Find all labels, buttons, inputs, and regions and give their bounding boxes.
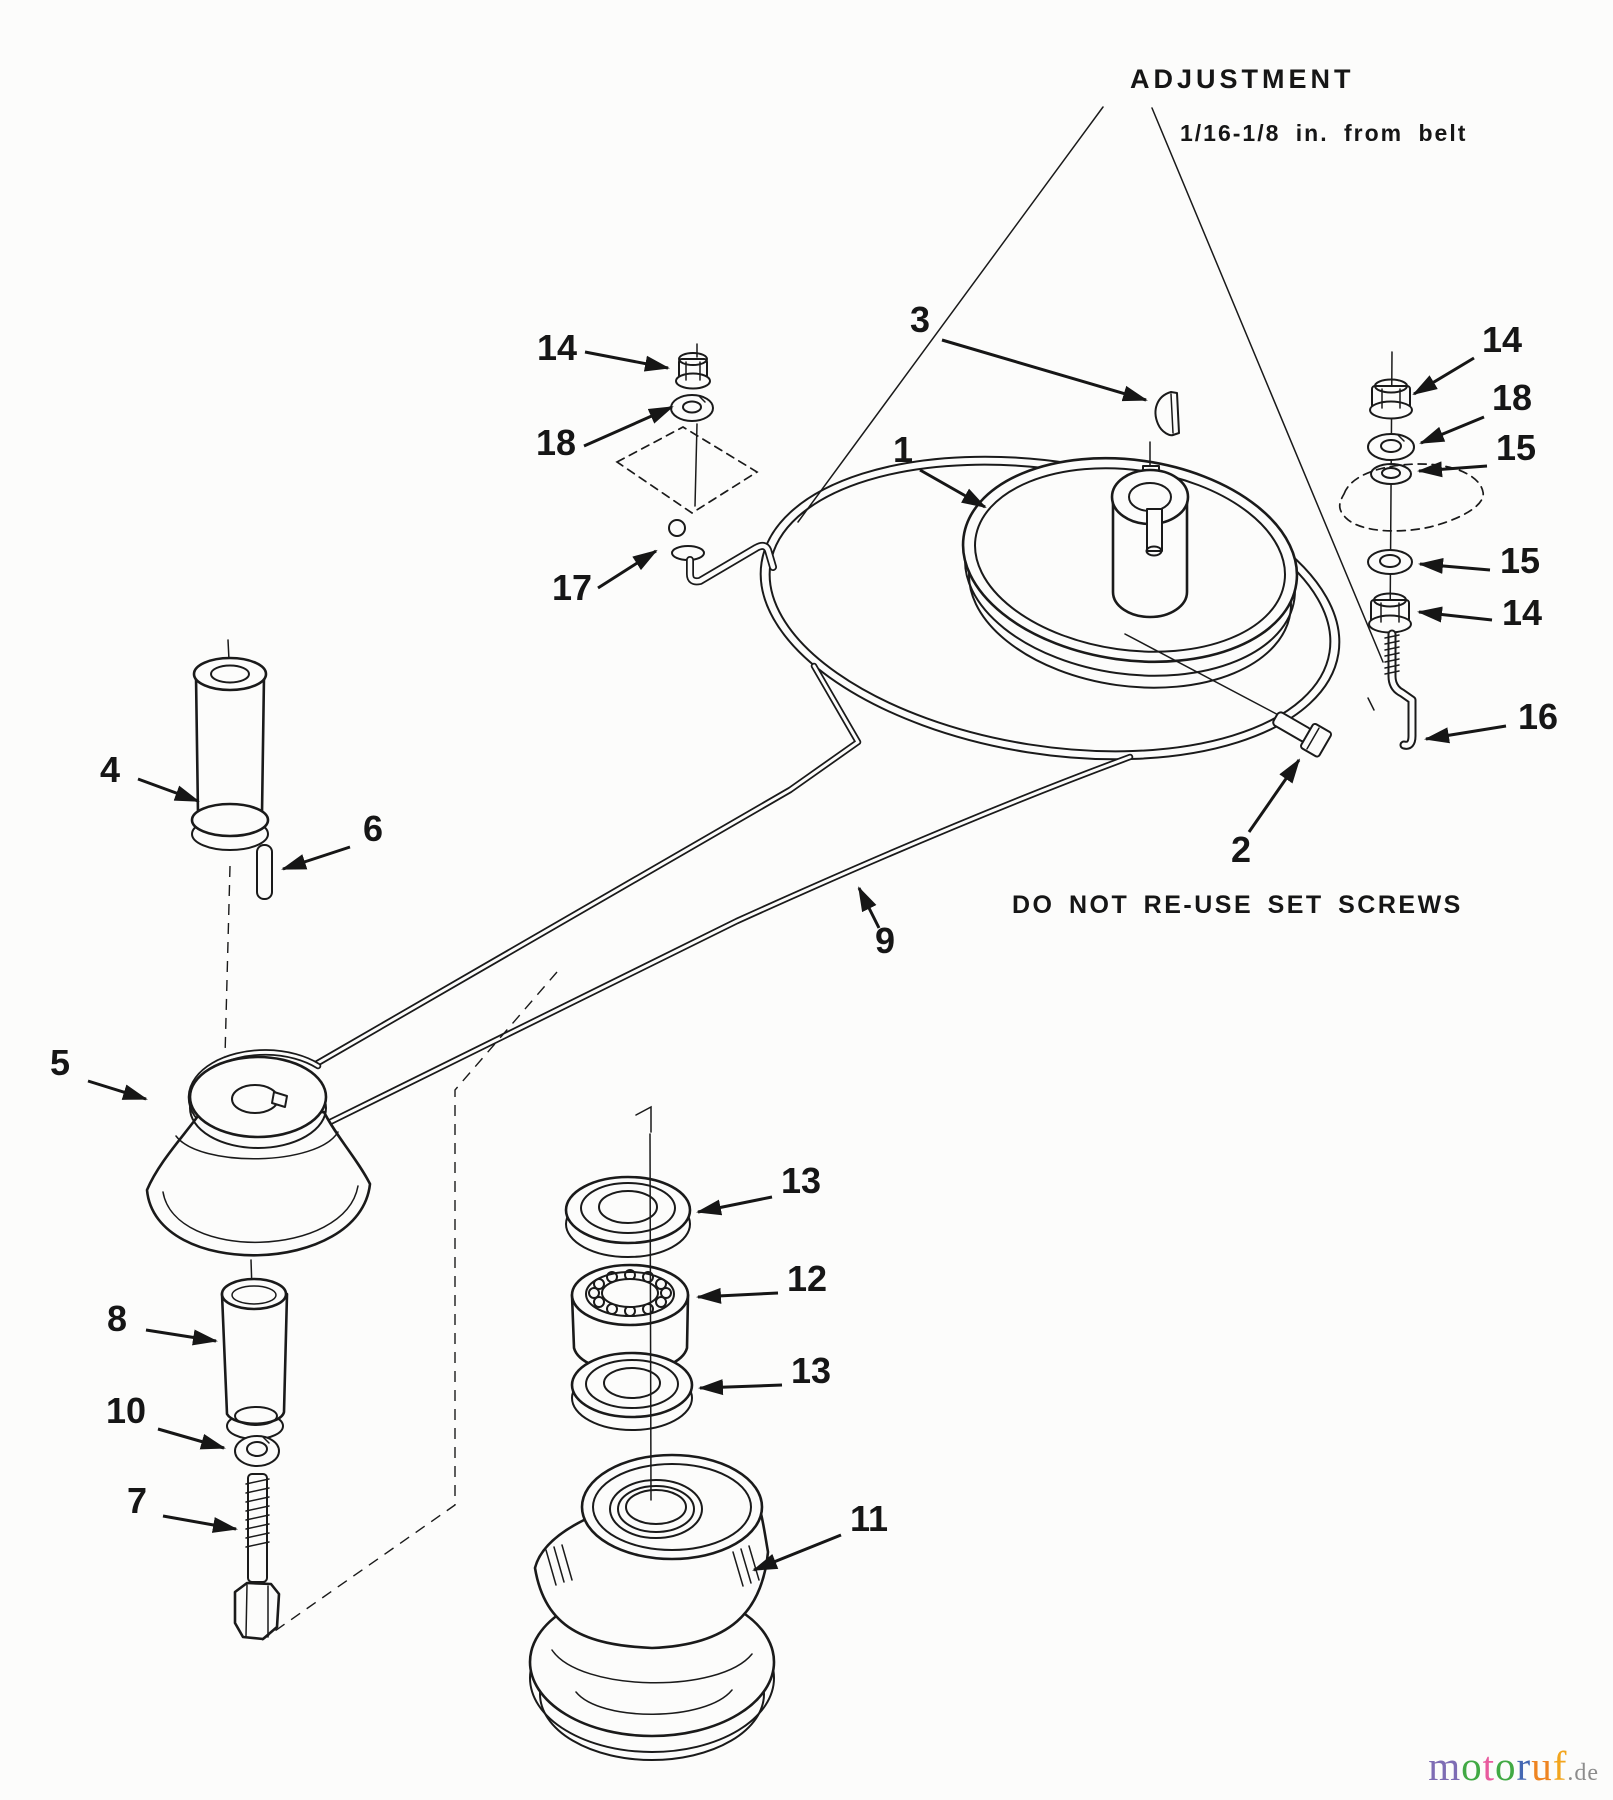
callout-label-9: 9 xyxy=(875,920,895,961)
callout-label-14: 14 xyxy=(1502,592,1542,633)
callout-label-6: 6 xyxy=(363,808,383,849)
callout-label-8: 8 xyxy=(107,1298,127,1339)
callout-label-11: 11 xyxy=(850,1498,888,1539)
bearing-axis-line xyxy=(649,1133,652,1501)
watermark-letter: o xyxy=(1495,1743,1517,1789)
blade-outline xyxy=(1338,463,1484,532)
callout-arrow-3 xyxy=(941,338,1148,402)
callout-arrow-11 xyxy=(752,1533,842,1572)
watermark-motoruf: motoruf.de xyxy=(1428,1742,1599,1790)
idler-hardware-left xyxy=(615,343,777,586)
adjustment-detail: 1/16-1/8 in. from belt xyxy=(1180,120,1467,146)
spindle-shaft-parts xyxy=(220,1259,289,1641)
callout-arrow-4 xyxy=(137,777,200,803)
pulley-hub xyxy=(1110,441,1190,619)
callout-label-16: 16 xyxy=(1518,696,1558,737)
callout-arrow-7 xyxy=(162,1514,238,1533)
bearing-race-bottom xyxy=(570,1351,694,1419)
watermark-letter: t xyxy=(1482,1743,1496,1789)
set-screw-warning: DO NOT RE-USE SET SCREWS xyxy=(1012,891,1463,919)
callout-label-12: 12 xyxy=(787,1258,827,1299)
callout-arrow-2 xyxy=(1247,758,1301,833)
lock-washer xyxy=(670,394,714,422)
callout-arrow-13 xyxy=(698,1379,783,1396)
callout-label-13: 13 xyxy=(781,1160,821,1201)
adjustment-rod xyxy=(1367,629,1417,750)
woodruff-key xyxy=(1154,391,1180,437)
adjustment-title: ADJUSTMENT xyxy=(1130,64,1355,94)
lock-washer xyxy=(234,1435,280,1467)
idler-pin xyxy=(668,519,777,586)
callout-arrow-18 xyxy=(583,405,674,448)
callout-arrow-9 xyxy=(857,886,881,929)
callout-arrow-14 xyxy=(584,350,670,372)
axis-line xyxy=(261,971,558,1641)
flat-washer xyxy=(1367,549,1413,575)
callout-arrow-15 xyxy=(1418,557,1491,574)
callout-arrow-16 xyxy=(1424,724,1507,744)
long-spacer xyxy=(220,1292,289,1426)
watermark-suffix: .de xyxy=(1567,1760,1599,1786)
callout-arrow-1 xyxy=(919,468,987,509)
watermark-letter: r xyxy=(1516,1743,1532,1789)
callout-arrow-18 xyxy=(1419,415,1485,445)
roll-pin xyxy=(256,844,273,900)
belt-guide-outline xyxy=(615,426,759,515)
callout-arrow-6 xyxy=(281,845,351,871)
callout-label-15: 15 xyxy=(1496,427,1536,468)
hex-bolt xyxy=(233,1473,281,1641)
callout-arrow-15 xyxy=(1417,461,1488,478)
callout-arrow-14 xyxy=(1417,606,1493,623)
spacer-and-pin xyxy=(190,639,273,1057)
callout-label-15: 15 xyxy=(1500,540,1540,581)
callout-label-18: 18 xyxy=(536,422,576,463)
ball-bearing xyxy=(570,1263,690,1374)
watermark-letter: m xyxy=(1428,1743,1462,1789)
set-screw-leader xyxy=(1124,633,1287,720)
callout-label-4: 4 xyxy=(100,749,120,790)
adjustment-leader-lines xyxy=(797,106,1384,663)
lower-pulley xyxy=(528,1453,776,1761)
callout-label-13: 13 xyxy=(791,1350,831,1391)
callouts: 14 18 17 3 1 14 18 15 15 14 16 2 4 6 5 9 8 10 7 13 12 13 11 xyxy=(50,299,1558,1572)
callout-label-17: 17 xyxy=(552,567,592,608)
callout-arrow-8 xyxy=(145,1328,218,1346)
idler-hardware-right xyxy=(1338,351,1484,750)
set-screw xyxy=(1272,711,1333,758)
watermark-letters: motoruf xyxy=(1428,1743,1567,1789)
callout-label-7: 7 xyxy=(127,1480,147,1521)
callout-label-5: 5 xyxy=(50,1042,70,1083)
watermark-letter: f xyxy=(1552,1743,1568,1789)
callout-arrow-14 xyxy=(1412,356,1475,396)
shading-hatches xyxy=(545,1544,760,1587)
watermark-letter: u xyxy=(1531,1743,1553,1789)
callout-arrow-13 xyxy=(696,1195,773,1216)
callout-arrow-5 xyxy=(87,1079,148,1101)
callout-label-2: 2 xyxy=(1231,829,1251,870)
callout-label-18: 18 xyxy=(1492,377,1532,418)
spindle-pulley xyxy=(145,1055,372,1257)
callout-label-10: 10 xyxy=(106,1390,146,1431)
bearing-stack xyxy=(564,1105,694,1431)
callout-arrow-10 xyxy=(157,1427,226,1450)
callout-label-14: 14 xyxy=(1482,319,1522,360)
callout-arrow-12 xyxy=(696,1287,779,1304)
callout-arrow-17 xyxy=(597,549,658,590)
callout-label-3: 3 xyxy=(910,299,930,340)
watermark-letter: o xyxy=(1461,1743,1483,1789)
lock-washer xyxy=(1367,433,1415,461)
callout-label-1: 1 xyxy=(893,429,913,470)
callout-label-14: 14 xyxy=(537,327,577,368)
